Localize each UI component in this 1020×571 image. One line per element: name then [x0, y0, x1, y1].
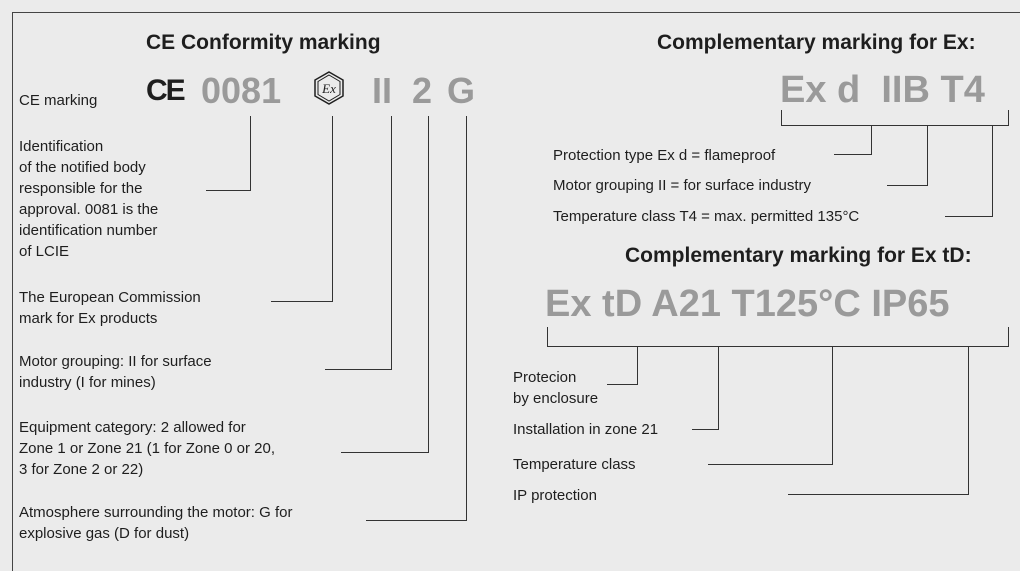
leader-ex-mark-v — [332, 116, 333, 302]
note-notified-body-line-4: approval. 0081 is the — [19, 201, 159, 218]
ex-hexagon-icon: Ex — [314, 71, 344, 105]
ex-symbol-text: Ex — [321, 81, 336, 96]
note-atmosphere-line-1: Atmosphere surrounding the motor: G for — [19, 504, 293, 521]
note-group-line-2: industry (I for mines) — [19, 374, 156, 391]
atmosphere-code: G — [447, 70, 476, 111]
extd-title: Complementary marking for Ex tD: — [625, 244, 972, 267]
group-code: II — [372, 70, 393, 111]
note-notified-body-line-6: of LCIE — [19, 243, 70, 260]
leader-notified-body-v — [250, 116, 251, 191]
notified-body-number: 0081 — [201, 70, 282, 111]
panel-frame — [12, 12, 1020, 571]
extd-leader-temperature-v — [832, 346, 833, 465]
note-group-line-1: Motor grouping: II for surface — [19, 353, 212, 370]
ex-bracket-base — [781, 125, 1009, 126]
extd-bracket-left — [547, 327, 548, 347]
note-category-line-3: 3 for Zone 2 or 22) — [19, 461, 144, 478]
extd-leader-protection-h — [607, 384, 638, 385]
extd-note-zone: Installation in zone 21 — [513, 421, 659, 438]
extd-leader-zone-v — [718, 346, 719, 430]
ce-symbol-text: CE — [146, 74, 185, 104]
ce-marking-label: CE marking — [19, 92, 98, 109]
note-notified-body-line-5: identification number — [19, 222, 158, 239]
leader-ex-mark-h — [271, 301, 333, 302]
leader-group-h — [325, 369, 392, 370]
ex-leader-temperature-v — [992, 125, 993, 217]
note-notified-body-line-3: responsible for the — [19, 180, 143, 197]
note-notified-body-line-2: of the notified body — [19, 159, 146, 176]
extd-marking-code: Ex tD A21 T125°C IP65 — [545, 283, 950, 325]
ce-conformity-title: CE Conformity marking — [146, 31, 381, 54]
ex-marking-code: Ex d IIB T4 — [780, 69, 985, 111]
ex-bracket-right — [1008, 110, 1009, 126]
ex-leader-protection-h — [834, 154, 872, 155]
extd-leader-protection-v — [637, 346, 638, 385]
leader-category-h — [341, 452, 429, 453]
extd-note-temperature: Temperature class — [513, 456, 636, 473]
extd-leader-ip-v — [968, 346, 969, 495]
extd-leader-temperature-h — [708, 464, 833, 465]
leader-group-v — [391, 116, 392, 370]
extd-bracket-right — [1008, 327, 1009, 347]
leader-atmosphere-v — [466, 116, 467, 521]
note-ex-mark-line-1: The European Commission — [19, 289, 201, 306]
extd-note-protection-line-1: Protecion — [513, 369, 577, 386]
category-code: 2 — [412, 70, 433, 111]
leader-notified-body-h — [206, 190, 251, 191]
note-notified-body-line-1: Identification — [19, 138, 104, 155]
ex-bracket-left — [781, 110, 782, 126]
extd-leader-ip-h — [788, 494, 969, 495]
ex-leader-protection-v — [871, 125, 872, 155]
ex-title: Complementary marking for Ex: — [657, 31, 976, 54]
ex-leader-group-v — [927, 125, 928, 186]
extd-note-ip: IP protection — [513, 487, 597, 504]
extd-leader-zone-h — [692, 429, 719, 430]
note-category-line-2: Zone 1 or Zone 21 (1 for Zone 0 or 20, — [19, 440, 275, 457]
ex-note-protection: Protection type Ex d = flameproof — [553, 147, 776, 164]
extd-bracket-base — [547, 346, 1009, 347]
leader-category-v — [428, 116, 429, 453]
note-atmosphere-line-2: explosive gas (D for dust) — [19, 525, 190, 542]
note-ex-mark-line-2: mark for Ex products — [19, 310, 158, 327]
ce-mark-icon: CE — [146, 74, 186, 104]
leader-atmosphere-h — [366, 520, 467, 521]
ex-note-group: Motor grouping II = for surface industry — [553, 177, 812, 194]
ex-note-temperature: Temperature class T4 = max. permitted 13… — [553, 208, 860, 225]
ex-leader-group-h — [887, 185, 928, 186]
extd-note-protection-line-2: by enclosure — [513, 390, 599, 407]
note-category-line-1: Equipment category: 2 allowed for — [19, 419, 246, 436]
ex-leader-temperature-h — [945, 216, 993, 217]
